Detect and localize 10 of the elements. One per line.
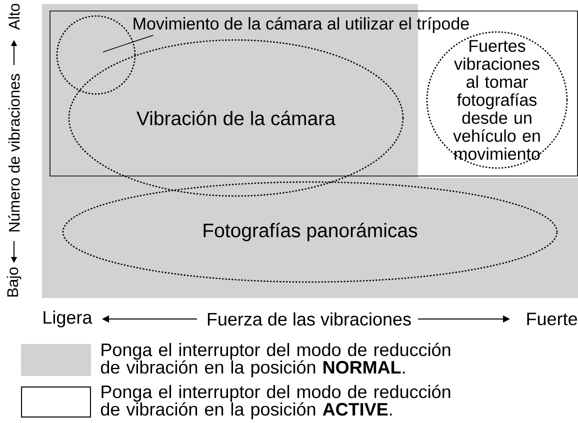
axis-label: Fuerza de las vibraciones [208, 312, 411, 326]
callout-text: Movimiento de la cámara al utilizar el trípode [134, 16, 469, 34]
leader-line [102, 34, 154, 52]
axis-label: Alto [8, 4, 20, 30]
legend-text: Ponga el interruptor del modo de reducción de vibración en la posición NORMAL. [100, 342, 450, 378]
axis-label: Ligera [44, 310, 92, 328]
legend-text: Ponga el interruptor del modo de reducción de vibración en la posición ACTIVE. [100, 384, 450, 420]
axis-label: Bajo [6, 267, 22, 297]
axis-label: Número de vibraciones [8, 74, 20, 232]
axis-label: Fuerte [527, 312, 577, 326]
